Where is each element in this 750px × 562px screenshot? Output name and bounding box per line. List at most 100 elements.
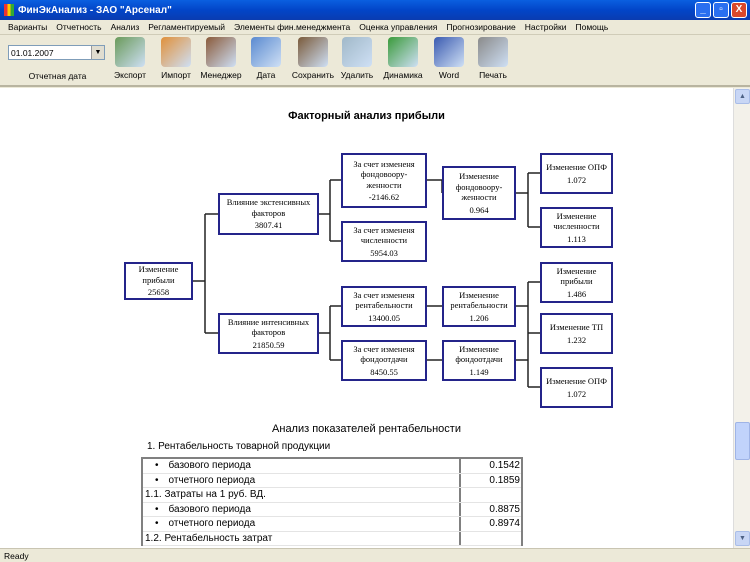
factor-value: 21850.59 bbox=[252, 339, 285, 350]
menu-item[interactable]: Настройки bbox=[524, 22, 567, 32]
scroll-up-button[interactable]: ▲ bbox=[735, 89, 750, 104]
factor-label: Изменение численности bbox=[553, 210, 600, 232]
analysis-title: Анализ показателей рентабельности bbox=[272, 423, 461, 435]
menu-item[interactable]: Элементы фин.менеджмента bbox=[234, 22, 351, 32]
factor-box: За счет измененя фондовоору-женности -214… bbox=[341, 153, 427, 208]
factor-box: Изменение ОПФ 1.072 bbox=[540, 153, 613, 194]
toolbar-button[interactable]: Сохранить bbox=[290, 37, 336, 80]
toolbar-icon bbox=[388, 37, 418, 67]
toolbar-button[interactable]: Динамика bbox=[380, 37, 426, 80]
menu-bar: Варианты Отчетность Анализ Регламентируемый… bbox=[0, 20, 750, 35]
menu-item[interactable]: Прогнозирование bbox=[446, 22, 516, 32]
factor-label: Изменение рентабельности bbox=[450, 289, 508, 311]
toolbar-button[interactable]: Дата bbox=[243, 37, 289, 80]
factor-label: Изменение прибыли bbox=[138, 264, 179, 285]
toolbar-button-label: Сохранить bbox=[291, 70, 335, 80]
factor-value: 1.072 bbox=[566, 388, 587, 399]
toolbar-button-label: Динамика bbox=[383, 70, 423, 80]
factor-label: Изменение ОПФ bbox=[546, 376, 607, 386]
toolbar-button[interactable]: Импорт bbox=[153, 37, 199, 80]
factor-label: За счет измененя фондовоору-женности bbox=[353, 158, 415, 190]
table-row: отчетного периода 0.8974 bbox=[143, 517, 521, 532]
menu-item[interactable]: Отчетность bbox=[56, 22, 102, 32]
row-value: 0.8875 bbox=[489, 503, 520, 515]
report-content: Факторный анализ прибыли Изменение прибы… bbox=[0, 88, 733, 548]
factor-value: 13400.05 bbox=[368, 312, 400, 323]
toolbar-icon bbox=[434, 37, 464, 67]
menu-item[interactable]: Варианты bbox=[8, 22, 48, 32]
row-label: 1.1. Затраты на 1 руб. ВД. bbox=[143, 488, 461, 502]
factor-value: 3807.41 bbox=[254, 220, 283, 231]
factor-value: 1.072 bbox=[566, 174, 587, 185]
row-value bbox=[461, 488, 521, 502]
factor-label: Влияние экстенсивных факторов bbox=[226, 197, 311, 218]
table-row: 1.1. Затраты на 1 руб. ВД. bbox=[143, 488, 521, 503]
analysis-section: 1. Рентабельность товарной продукции bbox=[147, 441, 331, 452]
factor-box: Изменение ОПФ 1.072 bbox=[540, 367, 613, 408]
row-value: 0.8974 bbox=[489, 518, 520, 529]
toolbar-button[interactable]: Экспорт bbox=[107, 37, 153, 80]
maximize-button[interactable]: ▫ bbox=[713, 2, 729, 18]
diagram-connectors bbox=[193, 172, 540, 388]
factor-value: -2146.62 bbox=[368, 192, 400, 202]
toolbar-icon bbox=[206, 37, 236, 67]
factor-value: 25658 bbox=[147, 287, 170, 298]
factor-label: Изменение ТП bbox=[549, 322, 604, 332]
toolbar-icon bbox=[161, 37, 191, 67]
close-button[interactable]: X bbox=[731, 2, 747, 18]
toolbar-icon bbox=[298, 37, 328, 67]
toolbar-button[interactable]: Word bbox=[426, 37, 472, 80]
factor-label: Изменение фондовоору-женности bbox=[455, 171, 503, 202]
menu-item[interactable]: Регламентируемый bbox=[148, 22, 226, 32]
toolbar-button-label: Экспорт bbox=[114, 70, 146, 80]
minimize-button[interactable]: _ bbox=[695, 2, 711, 18]
factor-value: 5954.03 bbox=[370, 247, 398, 258]
toolbar-icon bbox=[342, 37, 372, 67]
menu-item[interactable]: Анализ bbox=[110, 22, 140, 32]
toolbar-button[interactable]: Удалить bbox=[334, 37, 380, 80]
title-bar: ФинЭкАнализ - ЗАО "Арсенал" _ ▫ X bbox=[0, 0, 750, 20]
menu-item[interactable]: Оценка управления bbox=[359, 22, 438, 32]
toolbar-icon bbox=[251, 37, 281, 67]
factor-label: Изменение фондоотдачи bbox=[455, 343, 503, 365]
factor-value: 1.113 bbox=[567, 233, 586, 244]
toolbar-button-label: Удалить bbox=[340, 70, 374, 80]
toolbar-icon bbox=[478, 37, 508, 67]
row-label: 1.2. Рентабельность затрат bbox=[143, 531, 461, 545]
row-label: отчетного периода bbox=[143, 517, 461, 531]
factor-value: 8450.55 bbox=[370, 366, 398, 377]
factor-value: 1.206 bbox=[469, 312, 489, 323]
report-date-label: Отчетная дата bbox=[28, 71, 87, 81]
factor-label: За счет измененя фондоотдачи bbox=[353, 343, 415, 365]
toolbar-button[interactable]: Менеджер bbox=[198, 37, 244, 80]
report-date-value: 01.01.2007 bbox=[11, 48, 54, 58]
factor-value: 1.149 bbox=[469, 366, 489, 377]
factor-label: Изменение прибыли bbox=[556, 265, 597, 287]
window-title: ФинЭкАнализ - ЗАО "Арсенал" bbox=[18, 4, 172, 16]
factor-box: Изменение ТП 1.232 bbox=[540, 313, 613, 354]
scroll-down-button[interactable]: ▼ bbox=[735, 531, 750, 546]
toolbar-icon bbox=[115, 37, 145, 67]
report-date-select[interactable]: 01.01.2007 ▼ bbox=[8, 45, 105, 60]
status-bar: Ready bbox=[0, 548, 750, 562]
factor-value: 1.232 bbox=[566, 334, 587, 345]
app-icon bbox=[4, 4, 14, 16]
chevron-down-icon[interactable]: ▼ bbox=[91, 46, 104, 59]
factor-label: Изменение ОПФ bbox=[546, 162, 607, 172]
toolbar-button-label: Дата bbox=[256, 70, 276, 80]
vertical-scrollbar[interactable]: ▲ ▼ bbox=[733, 88, 750, 548]
scroll-thumb[interactable] bbox=[735, 422, 750, 460]
toolbar-button[interactable]: Печать bbox=[470, 37, 516, 80]
menu-item[interactable]: Помощь bbox=[575, 22, 609, 32]
